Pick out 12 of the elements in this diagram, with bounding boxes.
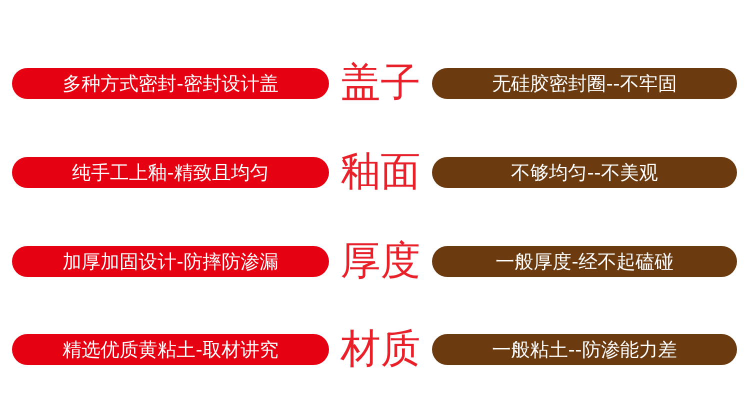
- feature-pill: 纯手工上釉-精致且均匀: [12, 157, 329, 188]
- category-heading: 材质: [340, 326, 422, 372]
- drawback-pill: 一般厚度-经不起磕碰: [432, 246, 737, 277]
- feature-pill: 精选优质黄粘土-取材讲究: [12, 334, 329, 365]
- feature-pill: 多种方式密封-密封设计盖: [12, 68, 329, 99]
- category-heading: 釉面: [340, 149, 422, 195]
- category-heading: 盖子: [340, 60, 422, 106]
- category-heading: 厚度: [340, 238, 422, 284]
- drawback-pill: 一般粘土--防渗能力差: [432, 334, 737, 365]
- drawback-pill: 无硅胶密封圈--不牢固: [432, 68, 737, 99]
- feature-pill: 加厚加固设计-防摔防渗漏: [12, 246, 329, 277]
- drawback-pill: 不够均匀--不美观: [432, 157, 737, 188]
